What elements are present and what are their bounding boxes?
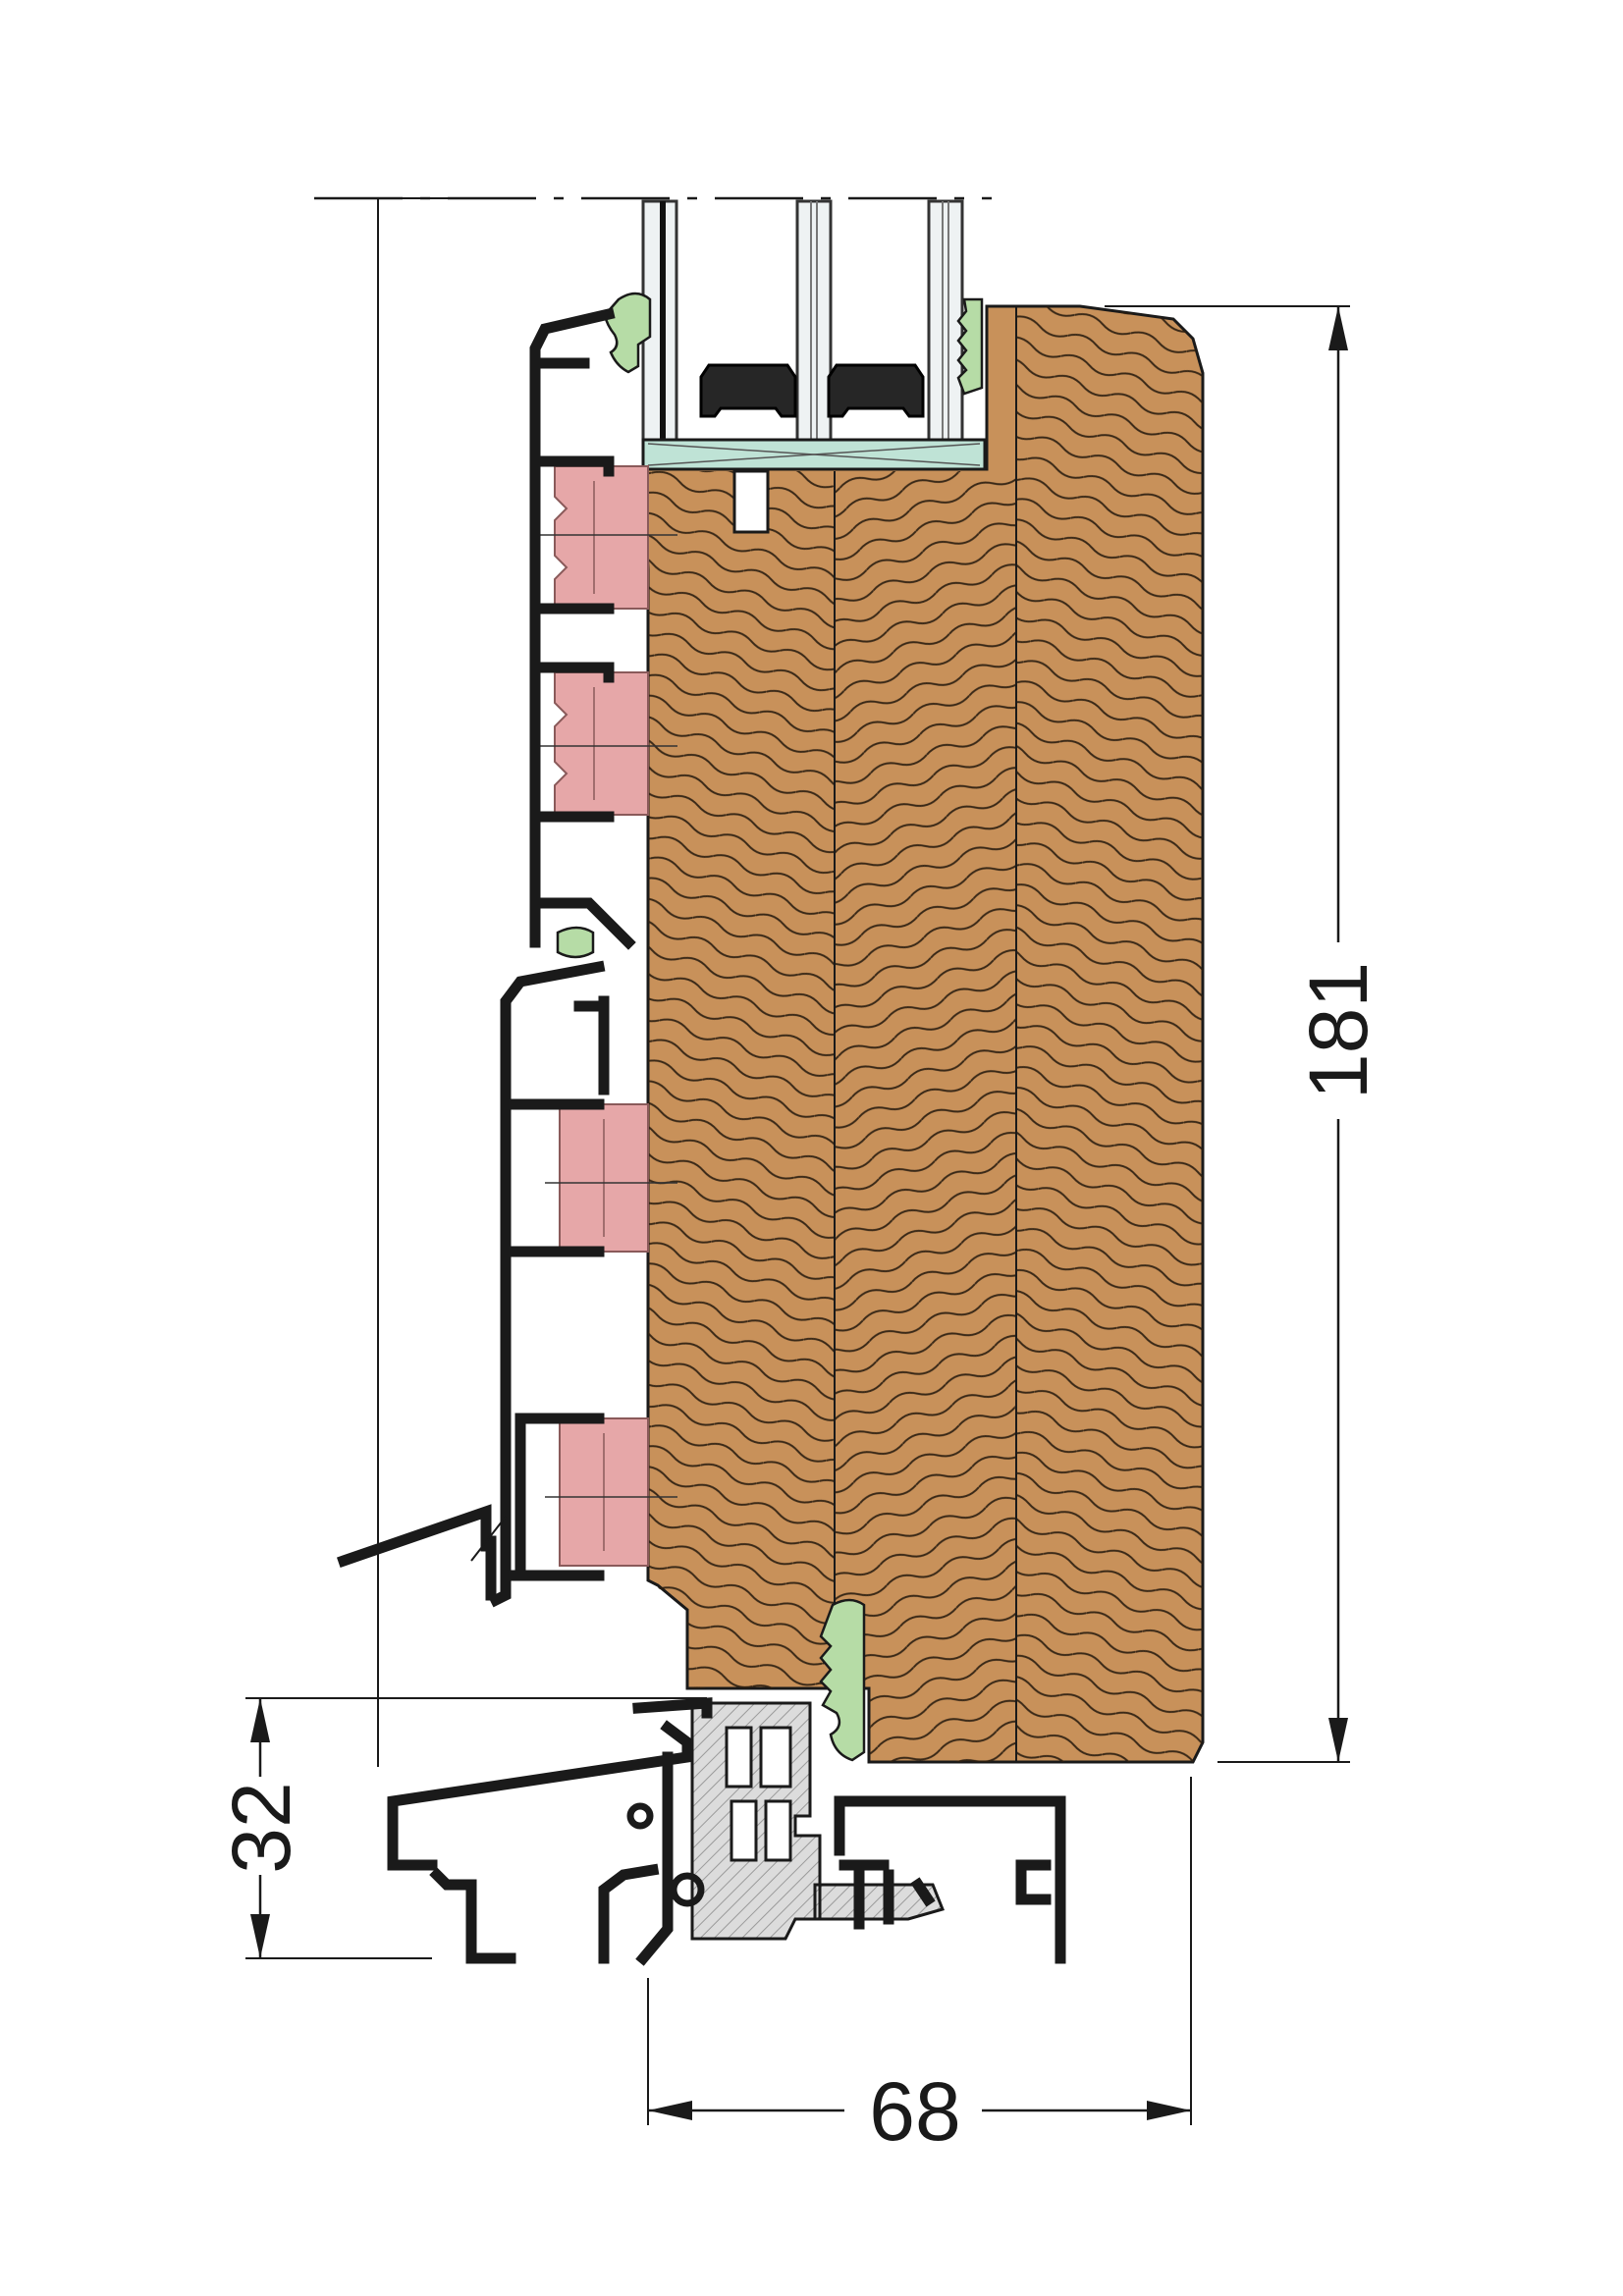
width-dimension-label: 68 [869, 2065, 960, 2158]
drainage-slot [732, 469, 770, 534]
threshold-outer-profile [387, 1697, 713, 1966]
gasket-mid [556, 926, 595, 959]
spacer-block-right [827, 363, 925, 418]
upper-cladding-profile [529, 307, 636, 950]
clip-4 [545, 1417, 677, 1567]
clips [530, 465, 677, 1567]
dimension-bottom-height: 32 [215, 1697, 707, 1959]
wood-sash [641, 304, 1205, 1764]
weather-seal [819, 1598, 866, 1762]
spacer-block-left [699, 363, 797, 418]
threshold [387, 1697, 1066, 1966]
threshold-inner-profile [834, 1795, 1066, 1964]
clip-2 [530, 671, 677, 816]
aluminium-cladding [337, 307, 636, 1608]
height-dimension-label: 181 [1292, 962, 1384, 1099]
drip-cap [337, 1504, 497, 1601]
glazing-gasket-outer [603, 292, 652, 374]
dimension-height: 181 [1105, 305, 1384, 1763]
dimension-reference-left [319, 197, 452, 1767]
gaskets [556, 292, 984, 1762]
clip-1 [530, 465, 677, 610]
glazing [314, 196, 992, 471]
glass-pane-middle [795, 199, 833, 449]
lower-cladding-profile [488, 960, 610, 1608]
dimension-width: 68 [647, 1777, 1192, 2158]
glass-pane-inner [927, 199, 964, 449]
glazing-gasket-inner [956, 297, 984, 396]
bottom-height-dimension-label: 32 [215, 1782, 307, 1873]
clip-3 [545, 1103, 677, 1253]
